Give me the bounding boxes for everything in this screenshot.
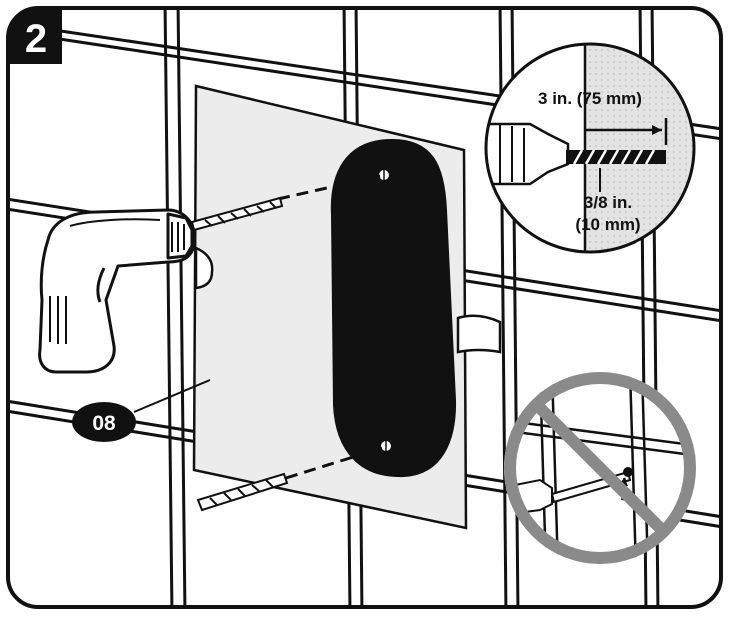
- bit-size-label-line2: (10 mm): [575, 215, 640, 234]
- bit-size-label-line1: 3/8 in.: [584, 193, 632, 212]
- anchor-plate: [332, 140, 455, 476]
- depth-label: 3 in. (75 mm): [538, 89, 642, 108]
- part-label: 08: [92, 412, 116, 435]
- step-badge: 2: [8, 8, 62, 64]
- pipe-stub-right: [458, 316, 500, 352]
- part-label-badge: 08: [72, 402, 136, 442]
- step-number: 2: [25, 17, 47, 61]
